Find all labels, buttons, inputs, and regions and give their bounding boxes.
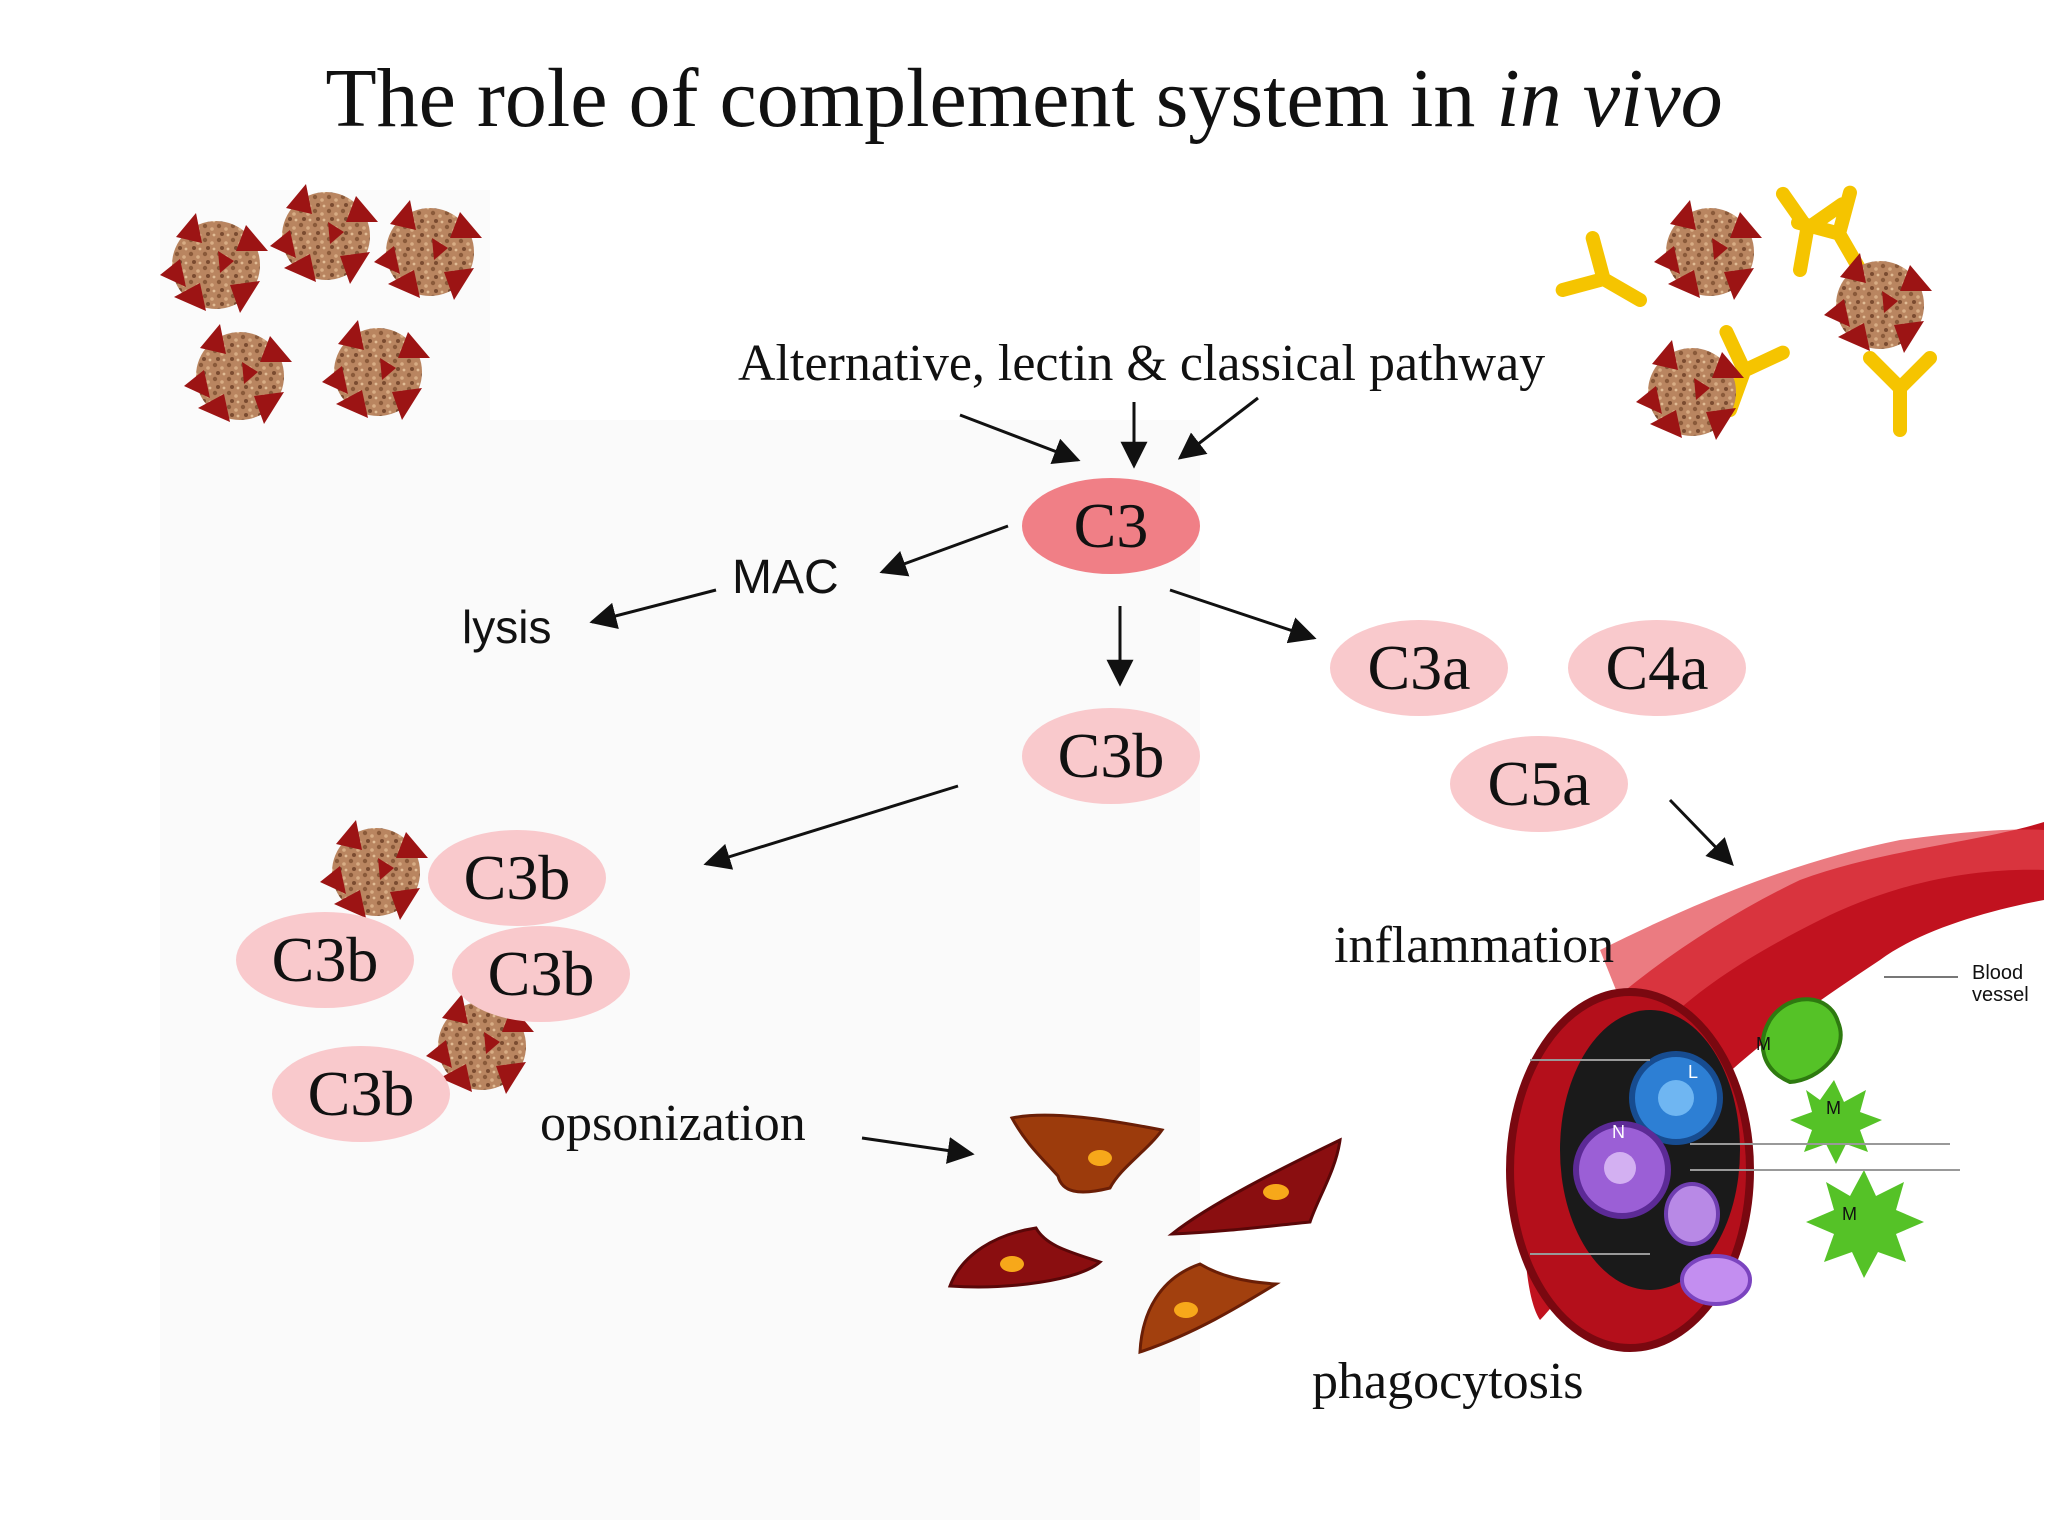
phagocyte-icon (1138, 1262, 1281, 1355)
title-main: The role of complement system in (325, 52, 1476, 145)
arrow-c3-to-mac (879, 524, 1009, 577)
microbe-icon (374, 200, 482, 300)
cell-marker-n: N (1612, 1122, 1625, 1142)
microbe-icon (1654, 200, 1762, 300)
microbe-icon (184, 324, 292, 424)
opsonization-label: opsonization (540, 1095, 806, 1152)
node-c3b-cluster: C3b (236, 912, 414, 1008)
inflammation-label: inflammation (1334, 917, 1615, 974)
cell-marker-m1: M (1756, 1034, 1771, 1054)
arrow-c5a-to-vessel (1668, 798, 1734, 866)
arrow-c3-to-c3a (1169, 588, 1317, 644)
arrow-alternative-to-c3 (959, 413, 1081, 464)
cell-marker-l: L (1688, 1062, 1699, 1082)
blood-vessel-illustration (1506, 822, 2044, 1352)
antibody-icon (1563, 238, 1655, 326)
arrow-opsonization-to-phagocytes (861, 1136, 975, 1164)
pathway-label: Alternative, lectin & classical pathway (738, 335, 1546, 392)
microbe-icon (270, 184, 378, 284)
microbe-icon (1636, 340, 1744, 440)
node-c3b-center: C3b (1022, 708, 1200, 804)
arrow-mac-to-lysis (589, 588, 717, 629)
microbe-icon (1824, 253, 1932, 353)
cell-marker-m2: M (1826, 1098, 1841, 1118)
arrow-c3b-to-cluster (703, 784, 959, 870)
cell-marker-m3: M (1842, 1204, 1857, 1224)
phagocyte-icon (947, 1226, 1103, 1289)
antibody-icon (1870, 358, 1930, 430)
blood-vessel-label: Blood vessel (1972, 962, 2029, 1006)
blood-vessel-label-line-2: vessel (1972, 984, 2029, 1006)
lysis-label: lysis (462, 601, 552, 653)
node-c5a: C5a (1450, 736, 1628, 832)
arrow-classical-to-c3 (1177, 396, 1259, 460)
blood-vessel-label-line-1: Blood (1972, 962, 2024, 984)
phagocytosis-label: phagocytosis (1312, 1353, 1584, 1410)
phagocyte-icon (1167, 1137, 1342, 1236)
node-c3b-cluster: C3b (272, 1046, 450, 1142)
microbe-icon (320, 820, 428, 920)
node-c3: C3 (1022, 478, 1200, 574)
title-italic: in vivo (1496, 52, 1723, 145)
mac-label: MAC (732, 551, 839, 604)
node-c3b-cluster: C3b (428, 830, 606, 926)
microbe-icon (322, 320, 430, 420)
node-c3b-cluster: C3b (452, 926, 630, 1022)
phagocyte-icon (1009, 1113, 1165, 1194)
node-c4a: C4a (1568, 620, 1746, 716)
page-title: The role of complement system in in vivo (0, 50, 2048, 147)
microbe-icon (160, 213, 268, 313)
node-c3a: C3a (1330, 620, 1508, 716)
